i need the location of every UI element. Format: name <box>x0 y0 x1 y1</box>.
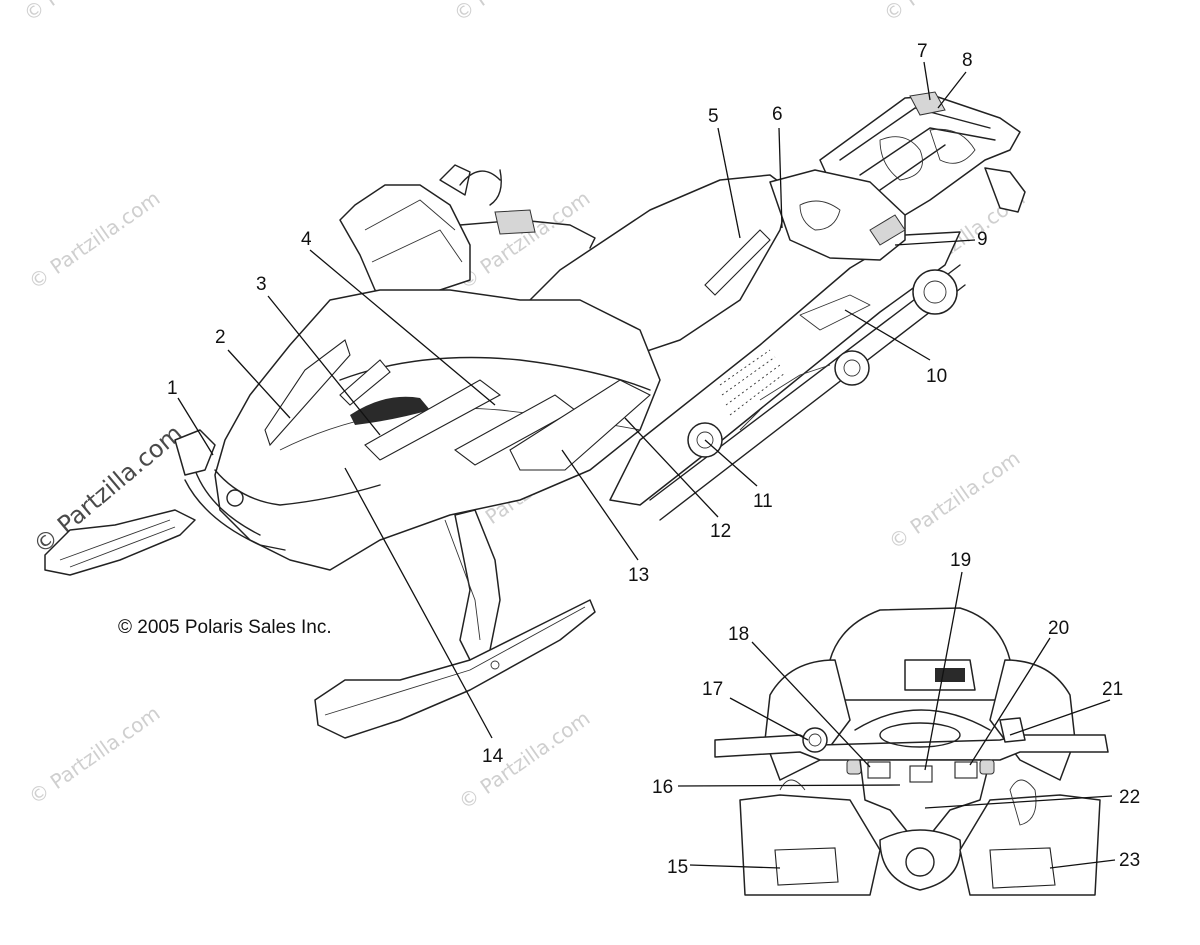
callout-10: 10 <box>926 366 947 387</box>
watermark: © Partzilla.com <box>24 186 164 294</box>
callout-11: 11 <box>753 491 773 512</box>
callout-4: 4 <box>301 229 312 250</box>
callout-16: 16 <box>652 777 673 798</box>
decal-2 <box>264 339 351 447</box>
decal-18 <box>867 761 891 779</box>
leader-lines <box>177 61 1116 869</box>
callout-23: 23 <box>1119 850 1140 871</box>
watermark: © Partzilla.com <box>884 446 1024 554</box>
callout-17: 17 <box>702 679 723 700</box>
callout-15: 15 <box>667 857 688 878</box>
watermark: © Partzilla.com <box>24 701 164 809</box>
watermark: © Partzilla.com <box>449 0 589 26</box>
callout-6: 6 <box>772 104 783 125</box>
decal-23 <box>989 847 1056 889</box>
callout-8: 8 <box>962 50 973 71</box>
callout-12: 12 <box>710 521 731 542</box>
callout-2: 2 <box>215 327 226 348</box>
decal-5 <box>704 229 771 296</box>
callout-9: 9 <box>977 229 988 250</box>
decal-19 <box>909 765 933 783</box>
watermark: © Partzilla.com <box>454 706 594 814</box>
callout-1: 1 <box>167 378 178 399</box>
callout-22: 22 <box>1119 787 1140 808</box>
callout-18: 18 <box>728 624 749 645</box>
tunnel-perforations <box>719 349 786 416</box>
callout-21: 21 <box>1102 679 1123 700</box>
decal-3 <box>339 359 391 406</box>
cockpit-inset <box>714 607 1109 896</box>
decal-20 <box>954 761 978 779</box>
decal-4 <box>364 379 502 461</box>
callout-20: 20 <box>1048 618 1069 639</box>
watermark: © Partzilla.com <box>879 0 1019 26</box>
callout-14: 14 <box>482 746 504 767</box>
callout-19: 19 <box>950 550 971 571</box>
decal-15 <box>774 847 839 886</box>
decal-13 <box>509 379 651 471</box>
callout-3: 3 <box>256 274 267 295</box>
callout-7: 7 <box>917 41 928 62</box>
watermark: © Partzilla.com <box>19 0 159 26</box>
snowmobile-illustration <box>44 91 1026 739</box>
callout-13: 13 <box>628 565 649 586</box>
callout-5: 5 <box>708 106 719 127</box>
copyright-notice: © 2005 Polaris Sales Inc. <box>118 617 332 638</box>
callout-labels: 1 2 3 4 5 6 7 8 9 10 11 12 13 14 15 16 1… <box>167 41 1140 878</box>
